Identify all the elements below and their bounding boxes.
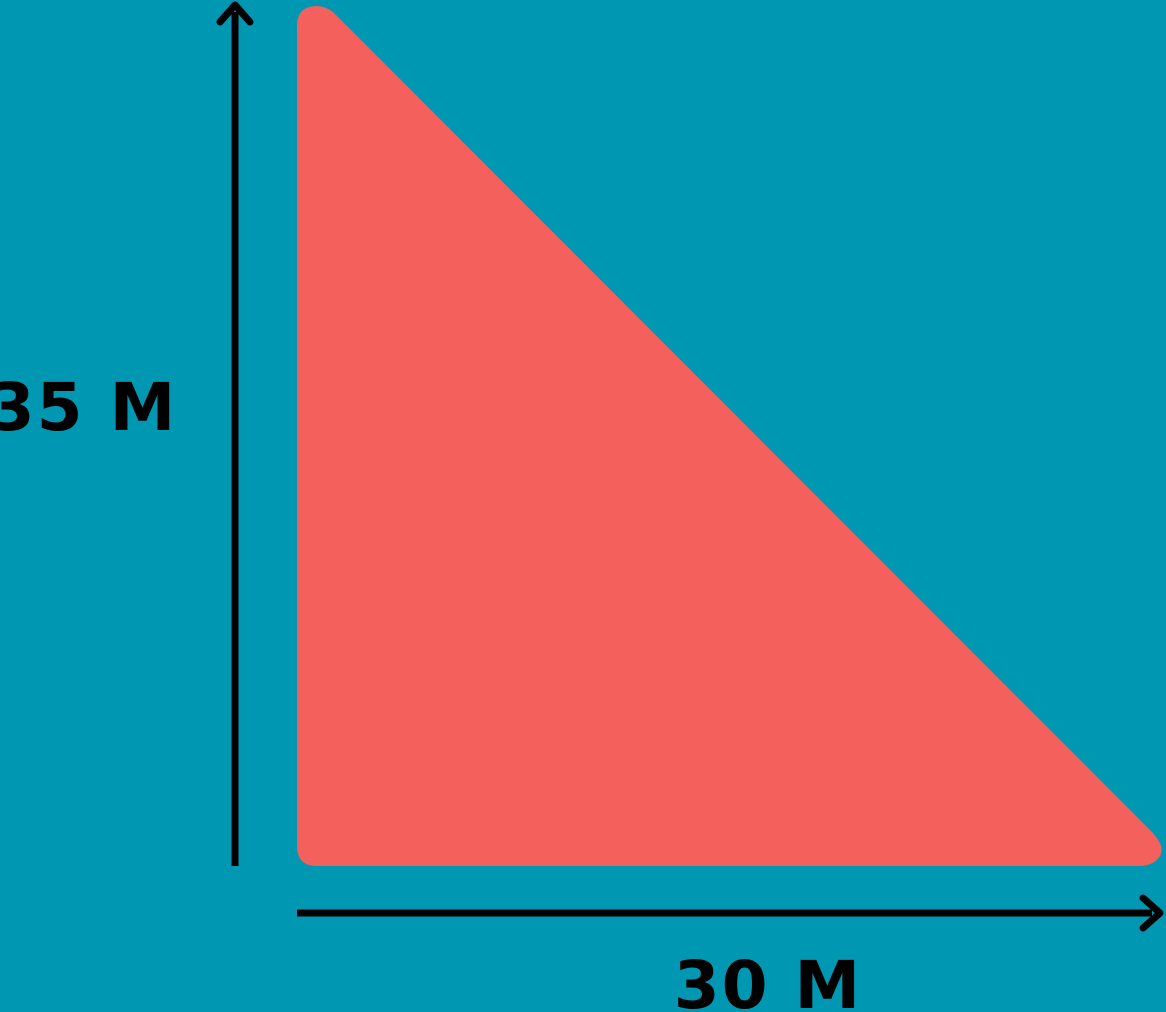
base-arrow	[297, 894, 1164, 932]
base-label: 30 M	[674, 947, 863, 1012]
height-label: 35 M	[0, 369, 177, 446]
right-triangle-shape	[297, 6, 1162, 866]
height-arrow	[216, 1, 254, 866]
